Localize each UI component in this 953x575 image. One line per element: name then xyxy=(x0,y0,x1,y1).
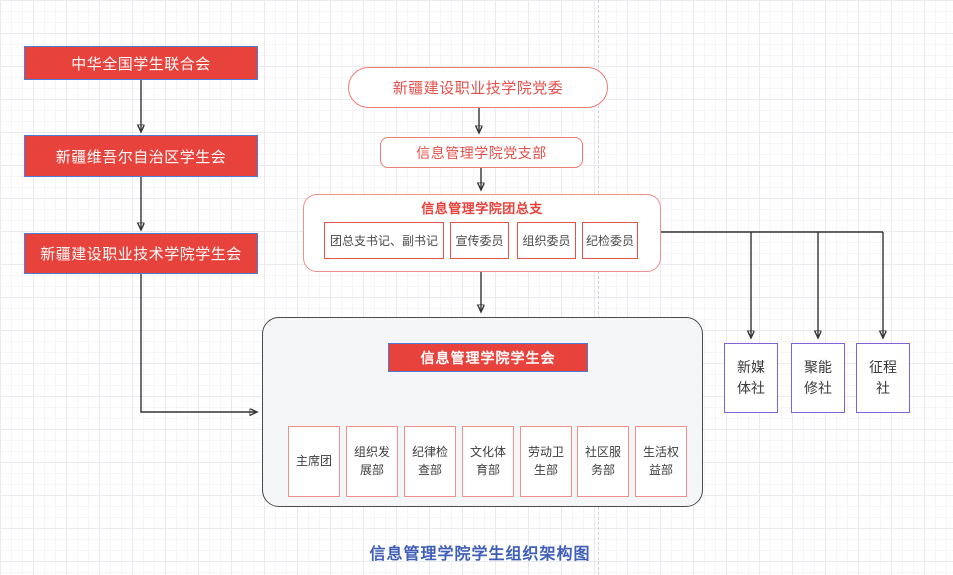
diagram-caption: 信息管理学院学生组织架构图 xyxy=(369,546,591,563)
node-dept-presidium[interactable]: 主席团 xyxy=(288,426,340,497)
node-student-union-title[interactable]: 信息管理学院学生会 xyxy=(388,343,588,372)
node-society-new-media[interactable]: 新媒体社 xyxy=(724,343,778,413)
node-publicity-member[interactable]: 宣传委员 xyxy=(450,222,509,259)
node-college-student-union[interactable]: 新疆建设职业技术学院学生会 xyxy=(24,233,258,274)
node-dept-community-service[interactable]: 社区服务部 xyxy=(577,426,629,497)
node-china-national-students-federation[interactable]: 中华全国学生联合会 xyxy=(24,46,258,80)
node-dept-culture-sports[interactable]: 文化体育部 xyxy=(462,426,514,497)
node-college-party-committee[interactable]: 新疆建设职业技学院党委 xyxy=(348,67,608,108)
page-break-line xyxy=(598,0,599,575)
node-league-secretary[interactable]: 团总支书记、副书记 xyxy=(324,222,444,259)
node-dept-organization-development[interactable]: 组织发展部 xyxy=(346,426,398,497)
node-organization-member[interactable]: 组织委员 xyxy=(517,222,576,259)
node-dept-labor-health[interactable]: 劳动卫生部 xyxy=(520,426,572,497)
node-dept-life-rights[interactable]: 生活权益部 xyxy=(635,426,687,497)
node-society-junengxiu[interactable]: 聚能修社 xyxy=(791,343,845,413)
node-dept-discipline-inspection[interactable]: 纪律检查部 xyxy=(404,426,456,497)
league-branch-title: 信息管理学院团总支 xyxy=(421,201,543,216)
node-xinjiang-region-student-union[interactable]: 新疆维吾尔自治区学生会 xyxy=(24,135,258,177)
connector xyxy=(140,274,256,412)
node-info-college-party-branch[interactable]: 信息管理学院党支部 xyxy=(380,137,583,168)
node-society-zhengcheng[interactable]: 征程社 xyxy=(856,343,910,413)
node-discipline-member[interactable]: 纪检委员 xyxy=(582,222,638,259)
